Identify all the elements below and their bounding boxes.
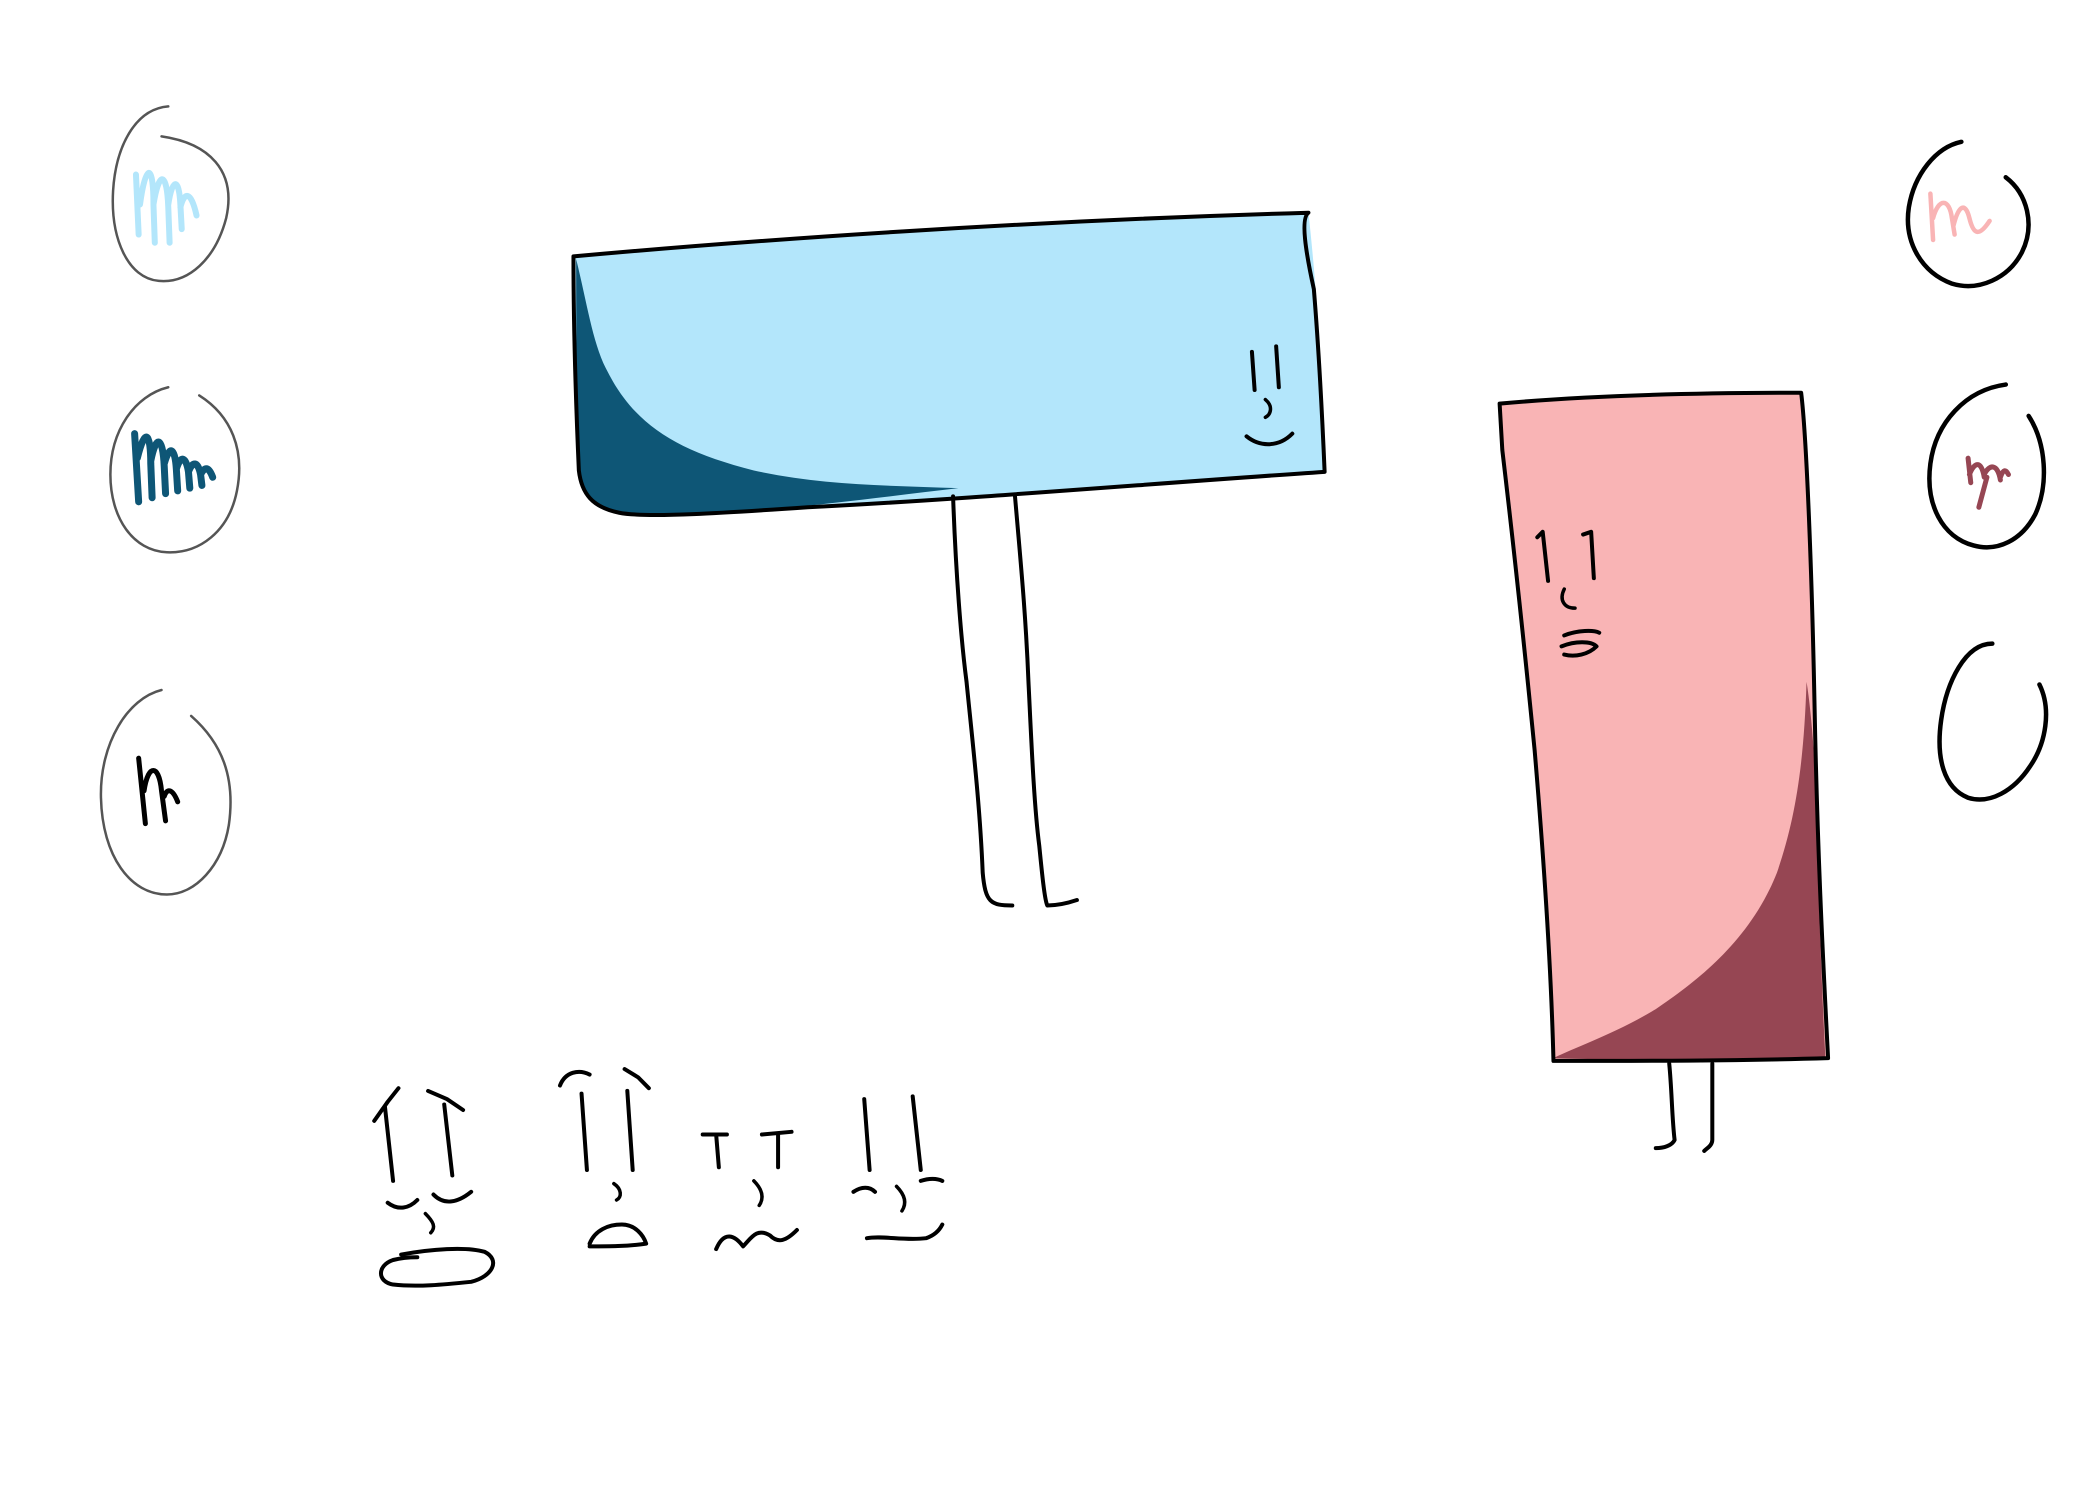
eye-left — [582, 1094, 587, 1170]
swatch-ring — [110, 387, 239, 552]
character-outline — [573, 213, 1324, 515]
swatch-scribble-dark-maroon — [1968, 458, 2008, 507]
eye-right — [1276, 346, 1279, 387]
brow-left — [374, 1088, 398, 1121]
expression-flat — [853, 1096, 942, 1239]
character-outline — [1500, 393, 1828, 1061]
eye-right — [913, 1096, 921, 1170]
character-legs — [1656, 1064, 1713, 1151]
nose — [754, 1181, 762, 1206]
mouth-smirk — [1247, 434, 1293, 445]
swatch-dark-teal[interactable] — [110, 387, 239, 552]
character-face — [1537, 532, 1599, 656]
mouth-flat — [867, 1225, 942, 1239]
character-shadow — [1553, 681, 1826, 1061]
eye-left — [1252, 352, 1255, 390]
brow-right — [625, 1069, 649, 1088]
brow-left — [560, 1072, 590, 1086]
brow-right — [428, 1091, 463, 1110]
character-body — [573, 212, 1325, 515]
character-blue-rectangle — [573, 213, 1324, 906]
cheeks — [388, 1192, 471, 1208]
swatch-black[interactable] — [101, 690, 231, 895]
eye-left — [703, 1135, 727, 1168]
mouth-open — [381, 1249, 493, 1286]
character-face — [1247, 346, 1293, 444]
swatch-ring — [101, 690, 231, 895]
expression-shocked — [374, 1088, 493, 1285]
character-pink-rectangle — [1500, 393, 1828, 1151]
swatch-light-pink[interactable] — [1908, 142, 2029, 286]
eye-right — [444, 1105, 452, 1176]
nose — [1265, 400, 1270, 418]
swatch-light-blue[interactable] — [113, 106, 229, 281]
leg-left — [953, 496, 1012, 905]
eye-left — [385, 1107, 393, 1181]
leg-right — [1015, 496, 1077, 905]
swatch-ring — [1908, 142, 2029, 286]
swatch-scribble-dark-teal — [135, 434, 213, 502]
eye-right — [1583, 532, 1594, 578]
eye-left — [1537, 532, 1548, 581]
nose — [897, 1186, 905, 1211]
expression-studies — [374, 1069, 942, 1286]
mouth-pursed — [1562, 631, 1600, 656]
leg-right — [1704, 1064, 1712, 1151]
mouth-wavy — [716, 1230, 797, 1249]
nose — [425, 1214, 433, 1233]
nose — [1562, 589, 1575, 608]
cheeks — [853, 1179, 942, 1192]
mouth-small-open — [590, 1225, 647, 1247]
expression-wavy — [703, 1132, 797, 1249]
swatch-scribble-black — [139, 758, 178, 823]
eye-right — [762, 1132, 792, 1167]
swatch-ring — [1940, 644, 2046, 800]
leg-left — [1656, 1064, 1675, 1149]
character-body — [1499, 392, 1829, 1061]
swatch-ring — [113, 106, 229, 281]
swatch-scribble-light-blue — [136, 173, 197, 243]
swatch-scribble-light-pink — [1930, 194, 1989, 240]
palette-left — [101, 106, 239, 894]
eye-left — [864, 1099, 869, 1170]
nose — [614, 1184, 620, 1200]
character-shadow — [576, 259, 959, 515]
swatch-ring — [1929, 385, 2043, 548]
character-legs — [953, 496, 1077, 905]
expression-surprised — [560, 1069, 649, 1246]
swatch-empty[interactable] — [1940, 644, 2046, 800]
eye-right — [627, 1091, 632, 1170]
palette-right — [1908, 142, 2046, 800]
swatch-dark-maroon[interactable] — [1929, 385, 2043, 548]
